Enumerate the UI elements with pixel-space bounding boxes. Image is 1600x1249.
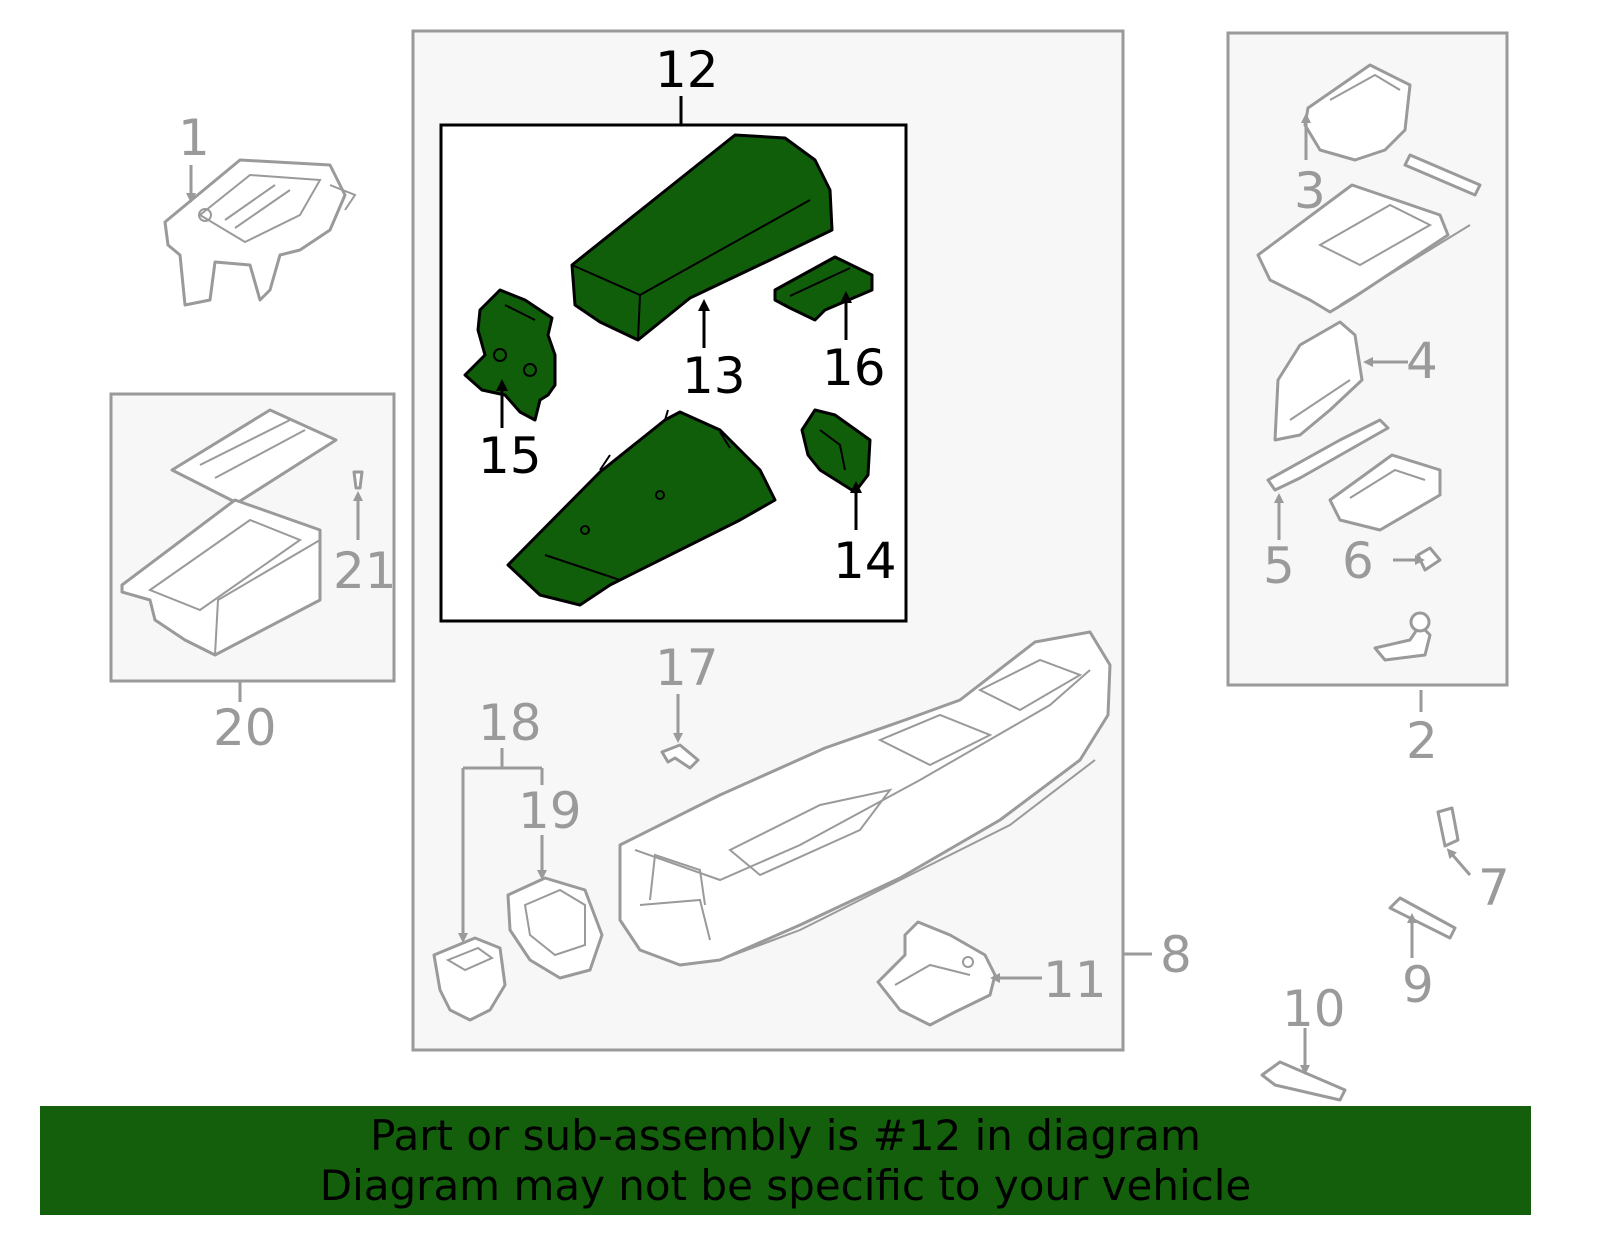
callout-16: 16 [822,339,886,397]
leader-18 [463,748,542,938]
part-1-shifter-bezel [163,158,357,307]
part-19-boot [506,876,604,980]
callout-9: 9 [1402,956,1434,1014]
callout-12: 12 [655,41,719,99]
callout-21: 21 [333,542,397,600]
part-21-clip [352,470,364,490]
part-2-harness [1373,611,1432,662]
callout-1: 1 [178,109,210,167]
callout-19: 19 [518,782,582,840]
part-8-console-body [618,630,1112,967]
callout-14: 14 [833,532,897,590]
part-20-storage-box [120,408,338,657]
callout-11: 11 [1043,951,1107,1009]
callout-7: 7 [1478,859,1510,917]
callout-3: 3 [1294,162,1326,220]
notice-line-disclaimer: Diagram may not be specific to your vehi… [319,1160,1252,1210]
callout-10: 10 [1282,980,1346,1038]
callout-4: 4 [1406,332,1438,390]
part-18-boot [432,936,507,1022]
part-14-bracket [800,408,872,494]
callout-6: 6 [1342,532,1374,590]
notice-banner: Part or sub-assembly is #12 in diagram D… [40,1106,1531,1215]
callout-17: 17 [655,639,719,697]
callout-13: 13 [682,347,746,405]
part-3-tray [1303,63,1482,197]
part-13-armrest-lid [570,133,834,342]
part-9-handle [1388,896,1457,940]
callout-15: 15 [478,427,542,485]
part-7-plug [1436,806,1460,848]
part-12-console-base [506,409,777,607]
callout-18: 18 [478,694,542,752]
part-17-clip [660,743,700,770]
callout-20: 20 [213,699,277,757]
part-11-bracket [876,920,997,1027]
part-2-panel [1256,183,1471,314]
part-15-hinge [463,288,557,422]
part-4-cover [1273,320,1364,442]
part-10-strip [1260,1060,1347,1102]
notice-line-part: Part or sub-assembly is #12 in diagram [370,1110,1201,1160]
part-5-bracket [1266,418,1390,492]
callout-5: 5 [1263,537,1295,595]
callout-2: 2 [1406,712,1438,770]
leader-7 [1446,848,1472,876]
part-16-latch [773,255,874,322]
callout-8: 8 [1160,926,1192,984]
